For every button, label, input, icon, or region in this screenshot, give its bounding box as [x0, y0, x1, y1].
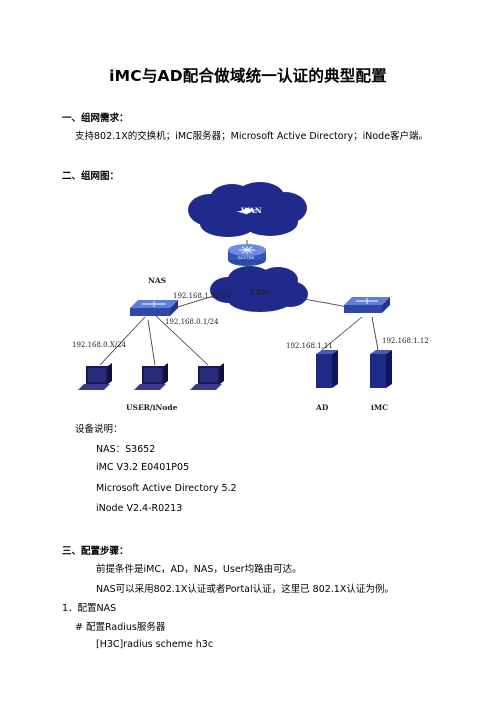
device-item: Microsoft Active Directory 5.2	[96, 483, 237, 494]
ip-nas-down: 192.168.0.1/24	[165, 318, 219, 326]
step-1-command: [H3C]radius scheme h3c	[96, 639, 214, 650]
pc-icon	[78, 363, 112, 390]
step-1-comment: # 配置Radius服务器	[75, 622, 166, 633]
pc-icon	[190, 363, 224, 390]
section-heading-diagram: 二、组网图：	[62, 171, 120, 182]
nas-switch-icon	[130, 300, 178, 316]
page-title: iMC与AD配合做域统一认证的典型配置	[109, 67, 387, 85]
device-item: NAS：S3652	[96, 444, 156, 455]
steps-line-1: 前提条件是iMC，AD，NAS，User均路由可达。	[96, 564, 302, 575]
requirements-text: 支持802.1X的交换机；iMC服务器；Microsoft Active Dir…	[75, 131, 429, 142]
wan-label: WAN	[240, 206, 262, 215]
device-item: iNode V2.4-R0213	[96, 503, 183, 514]
imc-label: iMC	[371, 403, 388, 412]
users-label: USER/iNode	[126, 403, 178, 412]
network-diagram: WAN LAN ROUTER	[60, 180, 440, 416]
router-icon	[228, 244, 266, 266]
device-intro: 设备说明：	[75, 424, 123, 435]
step-1-heading: 1．配置NAS	[62, 603, 117, 614]
server-switch-icon	[344, 297, 390, 313]
lan-cloud	[210, 266, 308, 312]
pc-icon	[134, 363, 168, 390]
router-caption: ROUTER	[238, 256, 254, 260]
section-heading-requirements: 一、组网需求：	[62, 113, 129, 124]
nas-label: NAS	[148, 276, 166, 285]
ip-users: 192.168.0.X/24	[72, 341, 127, 349]
steps-line-2: NAS可以采用802.1X认证或者Portal认证，这里已 802.1X认证为例…	[96, 584, 394, 595]
ad-server-icon	[316, 350, 338, 388]
ip-imc: 192.168.1.12	[382, 337, 429, 345]
ip-ad: 192.168.1.11	[286, 342, 333, 350]
section-heading-steps: 三、配置步骤：	[62, 546, 129, 557]
lan-label: LAN	[250, 288, 268, 297]
ip-nas-uplink: 192.168.1.99/24	[173, 292, 232, 300]
imc-server-icon	[370, 350, 392, 388]
ad-label: AD	[315, 403, 329, 412]
wan-cloud	[188, 182, 307, 237]
device-item: iMC V3.2 E0401P05	[96, 462, 190, 473]
